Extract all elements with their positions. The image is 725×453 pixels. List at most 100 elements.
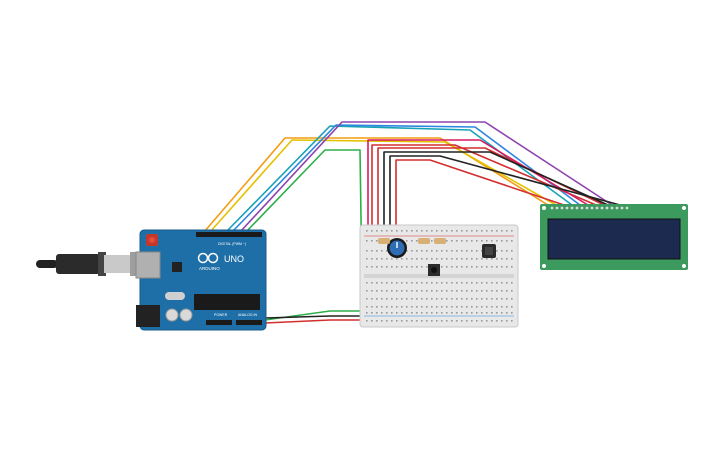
breadboard-hole	[506, 250, 508, 252]
lcd-pin	[575, 206, 579, 210]
breadboard-hole	[461, 306, 463, 308]
temperature-sensor[interactable]	[482, 244, 496, 258]
breadboard-hole	[491, 298, 493, 300]
breadboard-hole	[511, 306, 513, 308]
breadboard-hole	[406, 250, 408, 252]
breadboard-hole	[471, 240, 473, 242]
breadboard-hole	[456, 230, 458, 232]
wire-red-power[interactable]	[264, 319, 364, 324]
breadboard-hole	[426, 306, 428, 308]
breadboard-hole	[451, 312, 453, 314]
breadboard-hole	[391, 320, 393, 322]
breadboard-hole	[416, 320, 418, 322]
breadboard-hole	[386, 250, 388, 252]
breadboard-hole	[476, 298, 478, 300]
lcd-display[interactable]	[540, 204, 688, 270]
breadboard-hole	[366, 266, 368, 268]
breadboard-hole	[501, 282, 503, 284]
lcd-pin	[625, 206, 629, 210]
breadboard-hole	[366, 230, 368, 232]
breadboard-hole	[386, 282, 388, 284]
breadboard-hole	[486, 230, 488, 232]
breadboard-hole	[416, 240, 418, 242]
breadboard-hole	[496, 282, 498, 284]
arduino-board[interactable]: ARDUINO UNO DIGITAL (PWM ~) POWER ANALOG…	[135, 229, 267, 331]
breadboard-hole	[421, 250, 423, 252]
wire-orange[interactable]	[203, 137, 549, 233]
power-header[interactable]	[206, 320, 232, 325]
breadboard-hole	[476, 230, 478, 232]
breadboard-hole	[481, 290, 483, 292]
wire-red-1[interactable]	[371, 144, 597, 246]
breadboard-hole	[461, 240, 463, 242]
breadboard-hole	[436, 230, 438, 232]
breadboard-hole	[511, 230, 513, 232]
breadboard-hole	[476, 306, 478, 308]
breadboard-hole	[381, 312, 383, 314]
breadboard-hole	[436, 250, 438, 252]
breadboard-hole	[441, 306, 443, 308]
breadboard-hole	[486, 240, 488, 242]
breadboard-hole	[381, 266, 383, 268]
breadboard-hole	[411, 320, 413, 322]
breadboard-hole	[496, 290, 498, 292]
analog-header[interactable]	[236, 320, 262, 325]
wire-black-2[interactable]	[389, 155, 621, 239]
breadboard-hole	[401, 320, 403, 322]
wire-purple[interactable]	[239, 121, 613, 233]
breadboard-hole	[426, 250, 428, 252]
breadboard-hole	[396, 266, 398, 268]
breadboard-hole	[511, 266, 513, 268]
breadboard-hole	[506, 298, 508, 300]
wire-blue[interactable]	[231, 124, 581, 233]
breadboard-hole	[466, 282, 468, 284]
breadboard-hole	[416, 312, 418, 314]
breadboard-hole	[436, 312, 438, 314]
breadboard-hole	[471, 230, 473, 232]
breadboard-hole	[366, 306, 368, 308]
digital-label: DIGITAL (PWM ~)	[218, 242, 246, 246]
breadboard-hole	[421, 320, 423, 322]
breadboard-hole	[446, 266, 448, 268]
breadboard-hole	[431, 250, 433, 252]
breadboard-hole	[371, 312, 373, 314]
breadboard-hole	[366, 312, 368, 314]
wire-black-1[interactable]	[383, 151, 609, 241]
breadboard-hole	[491, 230, 493, 232]
breadboard-hole	[466, 306, 468, 308]
breadboard-hole	[476, 290, 478, 292]
breadboard-hole	[426, 298, 428, 300]
breadboard-hole	[371, 230, 373, 232]
breadboard-hole	[431, 306, 433, 308]
breadboard-hole	[406, 230, 408, 232]
breadboard-hole	[461, 320, 463, 322]
breadboard-hole	[481, 266, 483, 268]
breadboard-hole	[411, 240, 413, 242]
breadboard-hole	[476, 312, 478, 314]
digital-header[interactable]	[196, 232, 262, 237]
breadboard-hole	[376, 282, 378, 284]
potentiometer[interactable]	[387, 238, 407, 258]
breadboard-hole	[446, 312, 448, 314]
pushbutton[interactable]	[428, 264, 440, 276]
breadboard-hole	[426, 230, 428, 232]
lcd-pin	[605, 206, 609, 210]
wire-cyan[interactable]	[225, 125, 573, 233]
lcd-pin	[600, 206, 604, 210]
breadboard-hole	[456, 258, 458, 260]
breadboard-hole	[401, 312, 403, 314]
breadboard-hole	[406, 290, 408, 292]
lcd-pin	[560, 206, 564, 210]
breadboard-hole	[506, 306, 508, 308]
breadboard-hole	[396, 230, 398, 232]
breadboard-hole	[401, 290, 403, 292]
wire-black-power[interactable]	[264, 315, 364, 319]
breadboard-hole	[386, 306, 388, 308]
breadboard-hole	[386, 298, 388, 300]
breadboard-hole	[456, 298, 458, 300]
breadboard-hole	[426, 258, 428, 260]
breadboard-hole	[481, 298, 483, 300]
breadboard-hole	[421, 312, 423, 314]
wire-red-3[interactable]	[395, 159, 565, 239]
